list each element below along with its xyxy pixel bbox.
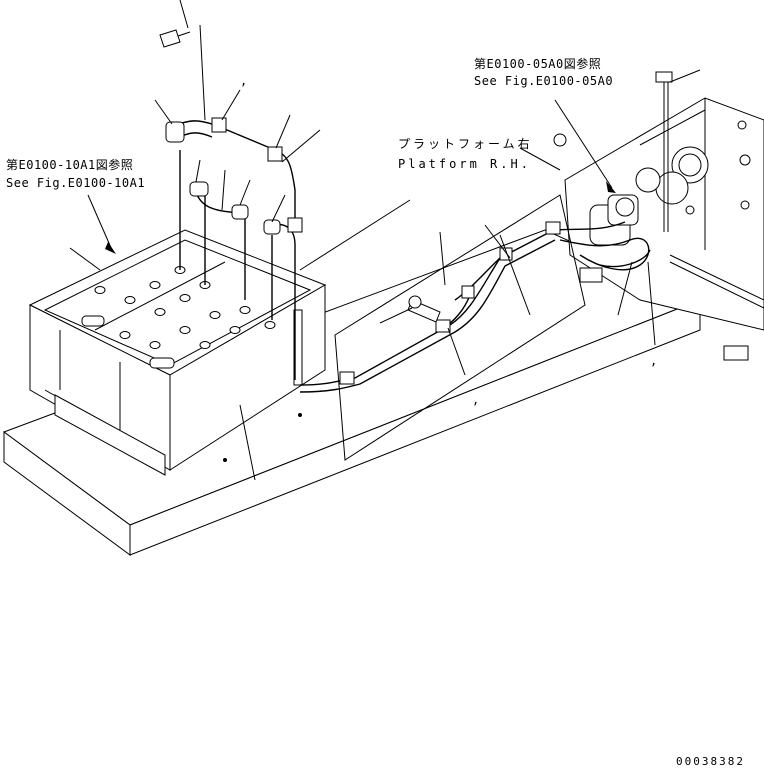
ref-left-en-label: See Fig.E0100-10A1 [6, 176, 146, 190]
platform-en-label: Platform R.H. [398, 157, 531, 171]
battery-box [28, 229, 327, 476]
platform-jp-label: プラットフォーム右 [398, 137, 533, 151]
ref-left-jp-label: 第E0100-10A1図参照 [6, 158, 134, 172]
battery-cables [159, 29, 303, 380]
ref-right-jp-label: 第E0100-05A0図参照 [474, 57, 602, 71]
ref-right-en-label: See Fig.E0100-05A0 [474, 74, 614, 88]
callout-mark: , [472, 393, 480, 407]
callout-mark: , [650, 354, 658, 368]
leader-lines [69, 0, 701, 481]
callout-mark: , [240, 74, 248, 88]
bolt-top-right [655, 71, 673, 232]
drawing-number: 00038382 [676, 755, 745, 768]
relay-assembly [554, 194, 651, 271]
